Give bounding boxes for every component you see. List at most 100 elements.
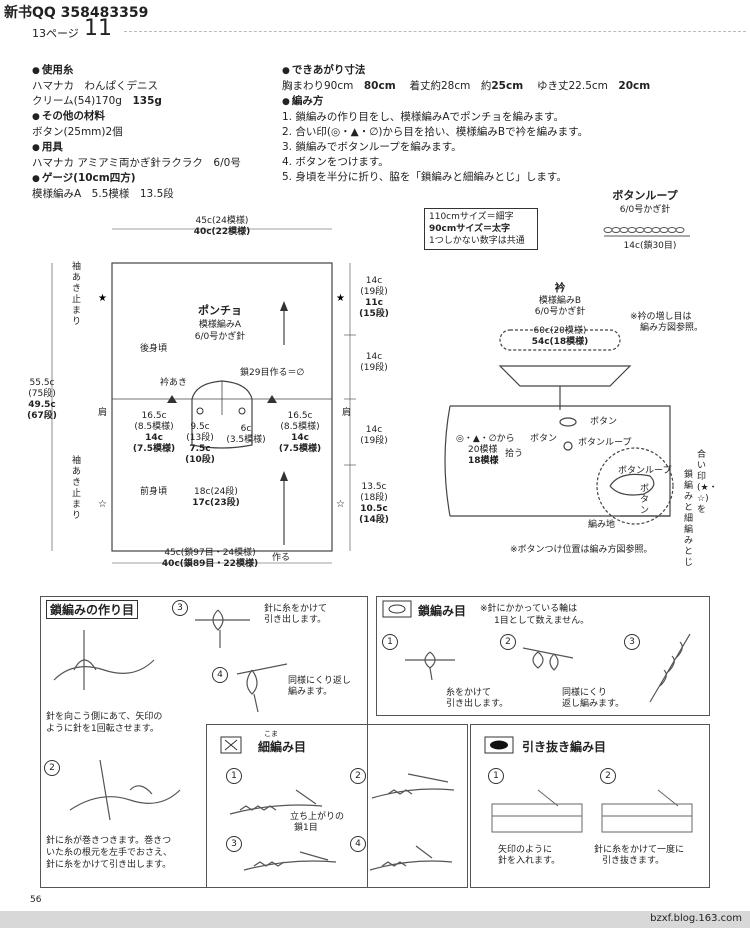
poncho-shoulder-left: 肩	[98, 408, 108, 418]
materials-button: ボタン(25mm)2個	[32, 126, 123, 138]
neck-center-pattern: (3.5模様)	[226, 435, 266, 445]
chain-stitch-step-1-text-2: 引き出します。	[446, 699, 509, 709]
method-step-1: 1. 鎖編みの作り目をし、模様編みAでポンチョを編みます。	[282, 111, 564, 123]
materials-head-tool: 用具	[32, 140, 272, 156]
size-legend-box: 110cmサイズ＝細字 90cmサイズ＝太字 1つしかない数字は共通	[424, 208, 538, 250]
collar-width: 60c(20模様)	[533, 326, 587, 336]
collar-diagram	[444, 329, 674, 525]
page-footer-number: 56	[30, 895, 42, 905]
sl-step-2-badge: 2	[600, 768, 616, 784]
chain-start-step-2-text-3: 針に糸をかけて引き出します。	[46, 860, 172, 870]
collar-pick-count-bold: 18模様	[468, 456, 499, 466]
chain-start-step-4-text: 同様にくり返し	[288, 676, 351, 686]
shoulder-right-pattern-bold: (7.5模様)	[278, 444, 322, 454]
collar-footnote: ※ボタンつけ位置は編み方図参照。	[510, 545, 653, 555]
chain-stitch-note-2: 1目として数えません。	[494, 616, 590, 626]
shoulder-left-pattern-bold: (7.5模様)	[132, 444, 176, 454]
panel-single-crochet	[206, 724, 468, 888]
svg-text:☆: ☆	[98, 499, 107, 510]
materials-hook: ハマナカ アミアミ両かぎ針ラクラク 6/0号	[32, 157, 241, 169]
materials-gauge: 模様編みA 5.5模様 13.5段	[32, 188, 174, 200]
sc-step-3-badge: 3	[226, 836, 242, 852]
sl-step-2-text: 針に糸をかけて一度に	[594, 845, 685, 855]
chain-stitch-title: 鎖編み目	[418, 604, 467, 618]
collar-side-note: 合い印(★・☆)を	[697, 450, 718, 515]
poncho-height: 55.5c	[29, 378, 55, 388]
size-legend-90: 90cmサイズ＝太字	[429, 224, 510, 234]
footer-bar	[0, 911, 750, 928]
materials-head-gauge: ゲージ(10cm四方)	[32, 171, 272, 187]
chain-stitch-illust-3	[649, 633, 691, 703]
chain-start-step-3-badge: 3	[172, 600, 188, 616]
size-legend-common: 1つしかない数字は共通	[429, 236, 525, 246]
collar-loop-label-2: ボタンループ	[618, 466, 672, 476]
page-number: 11	[84, 16, 112, 41]
materials-head-yarn: 使用糸	[32, 63, 272, 79]
materials-color: クリーム(54)170g 135g	[32, 95, 162, 107]
poncho-sleeve-top: 袖あき止まり	[72, 262, 82, 327]
button-loop-title: ボタンループ	[612, 189, 678, 202]
right-dim-1-rows: (19段)	[360, 287, 388, 297]
poncho-collar-label: 衿あき	[160, 378, 188, 388]
method-head: 編み方	[282, 94, 742, 110]
poncho-sleeve-bottom: 袖あき止まり	[72, 456, 82, 521]
collar-button-label-2: ボタン	[530, 434, 558, 444]
sc-illust-2	[371, 773, 455, 799]
front-length-bold: 17c(23段)	[192, 498, 240, 508]
chain-stitch-step-2-text: 同様にくり	[562, 688, 607, 698]
sl-illust-2	[601, 789, 693, 833]
shoulder-left-width: 16.5c	[141, 411, 167, 421]
sl-illust-1	[491, 789, 583, 833]
collar-hook: 6/0号かぎ針	[534, 307, 586, 317]
sc-step-2-badge: 2	[350, 768, 366, 784]
header-divider	[124, 31, 746, 32]
button-loop-diagram	[603, 227, 690, 237]
collar-title: 衿	[554, 282, 566, 294]
right-dim-4-rows-bold: (14段)	[359, 515, 389, 525]
neck-center-width: 6c	[240, 424, 252, 434]
neck-left-rows: (13段)	[186, 433, 214, 443]
method-step-3: 3. 鎖編みでボタンループを編みます。	[282, 141, 462, 153]
sc-illust-1	[229, 789, 323, 815]
size-legend-110: 110cmサイズ＝細字	[429, 212, 514, 222]
collar-base-label: 編み地	[588, 520, 616, 530]
chain-start-illust-2	[69, 759, 181, 821]
chain-start-step-2-text: 針に糸が巻きつきます。巻きつ	[46, 836, 172, 846]
chain-stitch-symbol	[382, 600, 412, 618]
chain-start-step-2-text-2: いた糸の根元を左手でおさえ、	[46, 848, 173, 858]
single-crochet-ruby: こま	[264, 730, 278, 738]
poncho-chain-label: 鎖29目作る＝∅	[240, 368, 305, 378]
materials-section: 使用糸 ハマナカ わんぱくデニス クリーム(54)170g 135g その他の材…	[32, 63, 272, 202]
collar-pick: ◎・▲・∅から	[456, 434, 515, 444]
neck-left-width: 9.5c	[190, 422, 210, 432]
chain-stitch-illust-2	[522, 647, 574, 671]
chain-stitch-step-3-badge: 3	[624, 634, 640, 650]
neck-left-width-bold: 7.5c	[189, 444, 211, 454]
header-title: 新书QQ 358483359	[4, 5, 149, 21]
svg-text:★: ★	[98, 293, 107, 304]
chain-start-illust-4	[236, 663, 288, 713]
panel-slip-stitch	[470, 724, 710, 888]
poncho-pattern: 模様編みA	[198, 320, 242, 330]
finished-sizes: 胸まわり90cm 80cm 着丈約28cm 約25cm ゆき丈22.5cm 20…	[282, 80, 651, 92]
panel-chain-start	[40, 596, 368, 888]
collar-pick-label: 拾う	[505, 449, 524, 459]
sl-step-1-text-2: 針を入れます。	[498, 856, 561, 866]
right-dim-3-rows: (19段)	[360, 436, 388, 446]
collar-side-note-2: 鎖編みと細編みとじ	[684, 470, 694, 568]
collar-width-bold: 54c(18模様)	[531, 337, 589, 347]
sl-step-2-text-2: 引き抜きます。	[602, 856, 665, 866]
shoulder-right-pattern: (8.5模様)	[280, 422, 320, 432]
chain-start-step-4-badge: 4	[212, 667, 228, 683]
sc-step-1-badge: 1	[226, 768, 242, 784]
method-step-5: 5. 身頃を半分に折り、脇を「鎖編みと細編みとじ」します。	[282, 171, 567, 183]
chain-start-step-2-badge: 2	[44, 760, 60, 776]
single-crochet-symbol	[220, 736, 242, 754]
page-label: 13ページ	[32, 27, 79, 40]
chain-start-step-1-text-2: ように針を1回転させます。	[46, 724, 159, 734]
sl-step-1-text: 矢印のように	[498, 845, 553, 855]
right-dim-1-bold: 11c	[365, 298, 383, 308]
shoulder-right-width-bold: 14c	[291, 433, 309, 443]
single-crochet-title: 細編み目	[258, 740, 307, 754]
collar-button-label: ボタン	[590, 417, 618, 427]
